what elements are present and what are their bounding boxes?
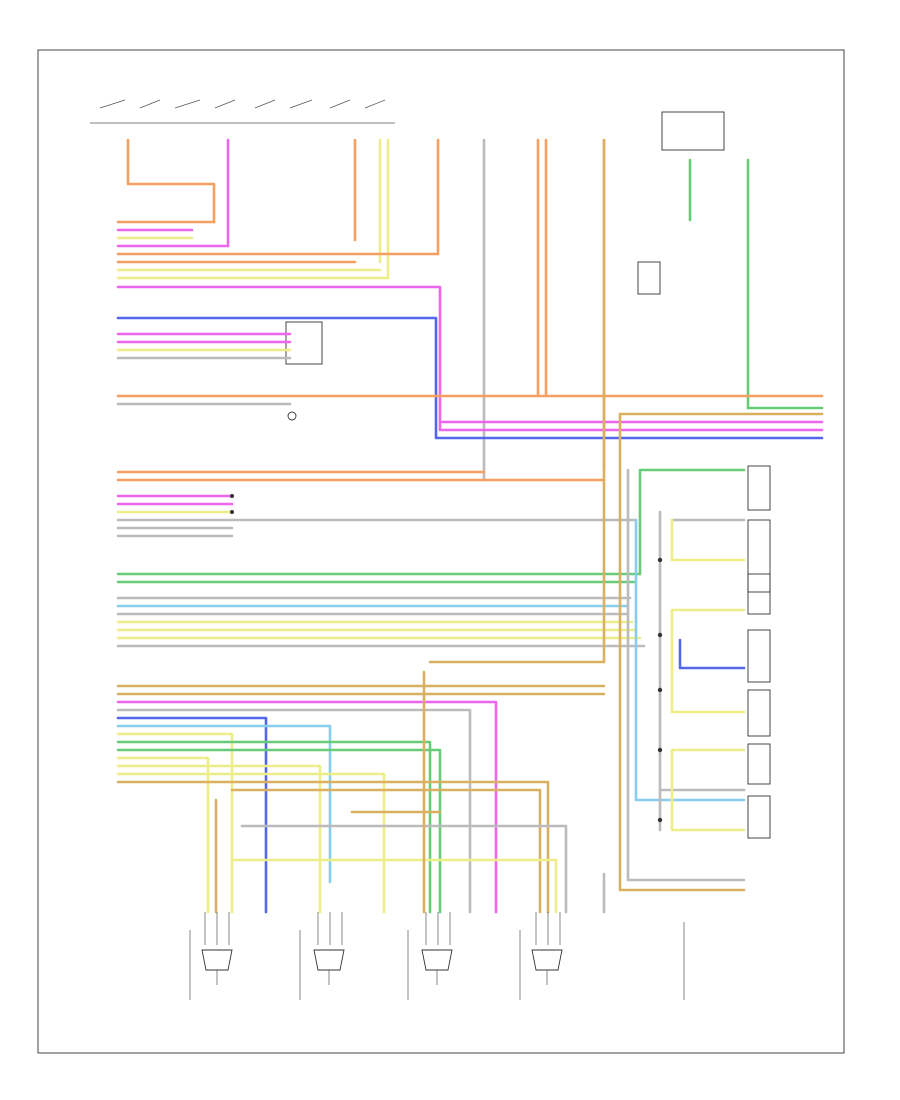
upper-harness-wires [116, 220, 824, 440]
sensor-right-front [313, 912, 345, 985]
top-vertical-wires [126, 138, 750, 482]
sensor-rear [421, 912, 453, 985]
sensor-fourth [531, 912, 563, 985]
mid-harness-wires [116, 138, 646, 664]
fuse-block-area [90, 99, 725, 421]
sensor-group [189, 912, 685, 1000]
splice-points [230, 494, 663, 823]
diagram-frame [37, 49, 845, 1054]
lower-harness-wires [116, 670, 606, 914]
right-connector-blocks [747, 465, 771, 839]
sensor-left-front [201, 912, 233, 985]
right-trunk-wires [618, 412, 746, 892]
